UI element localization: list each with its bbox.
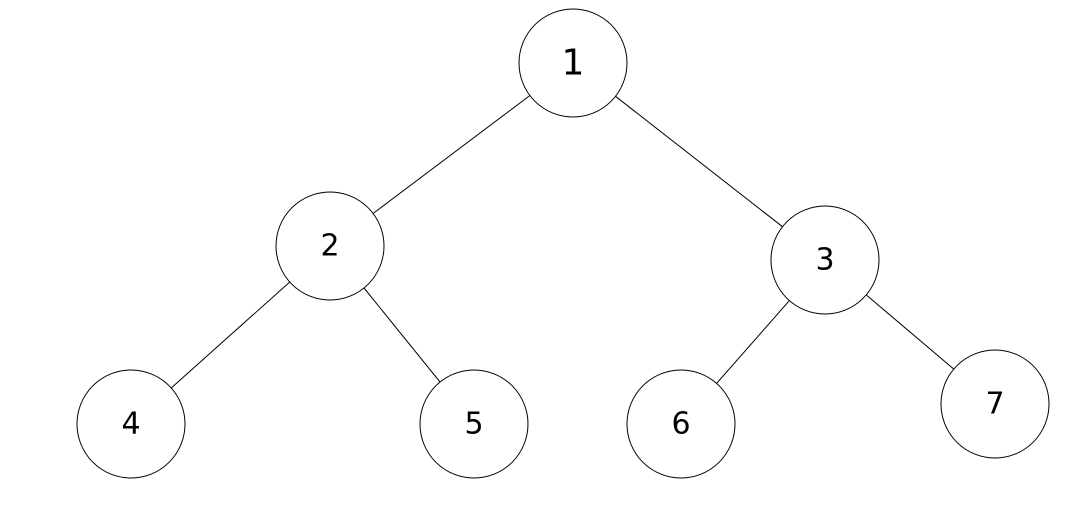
node-circle — [518, 8, 628, 118]
tree-node-7: 7 — [940, 349, 1050, 459]
node-label: 6 — [671, 407, 690, 442]
tree-node-2: 2 — [275, 191, 385, 301]
node-circle — [770, 205, 880, 315]
node-label: 1 — [562, 43, 585, 84]
edge-n1-n3 — [615, 95, 783, 228]
edge-n3-n6 — [716, 300, 790, 384]
node-circle — [940, 349, 1050, 459]
tree-node-3: 3 — [770, 205, 880, 315]
edge-n2-n5 — [363, 287, 441, 383]
node-circle — [419, 369, 529, 479]
node-label: 2 — [320, 229, 339, 264]
tree-node-4: 4 — [76, 369, 186, 479]
nodes-layer: 1 2 3 4 5 6 7 — [76, 8, 1050, 479]
node-label: 3 — [815, 243, 834, 278]
tree-node-1: 1 — [518, 8, 628, 118]
node-circle — [275, 191, 385, 301]
node-label: 4 — [121, 407, 140, 442]
node-label: 7 — [985, 387, 1004, 422]
edge-n1-n2 — [372, 95, 531, 214]
edge-n2-n4 — [170, 281, 291, 389]
node-label: 5 — [464, 407, 483, 442]
tree-node-6: 6 — [626, 369, 736, 479]
node-circle — [626, 369, 736, 479]
tree-node-5: 5 — [419, 369, 529, 479]
node-circle — [76, 369, 186, 479]
edge-n3-n7 — [865, 294, 955, 370]
edges-layer — [170, 95, 955, 389]
